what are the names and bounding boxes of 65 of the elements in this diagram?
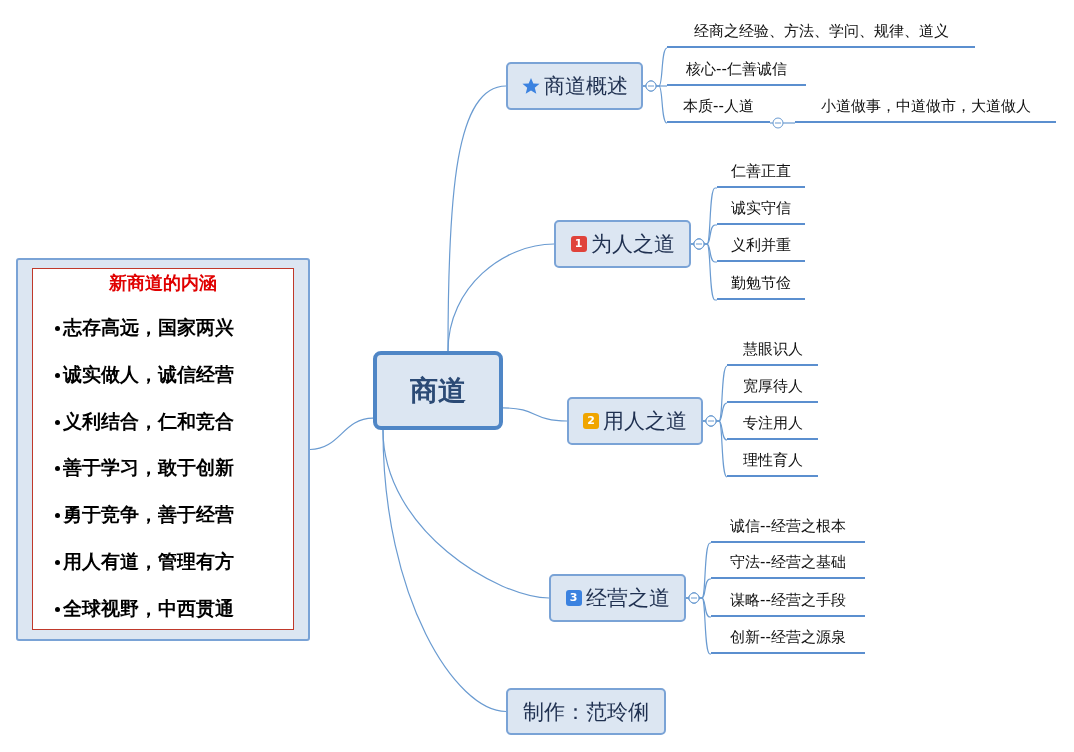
subtopic-underline bbox=[795, 95, 1056, 123]
subtopic-underline bbox=[667, 20, 975, 48]
topic-text: 商道概述 bbox=[543, 73, 628, 100]
topic-text: 用人之道 bbox=[603, 408, 687, 435]
subtopic-underline bbox=[727, 375, 818, 403]
connector-line bbox=[769, 117, 796, 129]
connector-line bbox=[690, 238, 718, 301]
subtopic-text: 核心--仁善诚信 bbox=[686, 60, 787, 79]
number-badge: 1 bbox=[570, 236, 587, 252]
connector-line bbox=[447, 243, 555, 352]
subtopic-text: 守法--经营之基础 bbox=[730, 553, 846, 572]
subtopic-text: 慧眼识人 bbox=[742, 340, 803, 359]
connector-line bbox=[502, 407, 568, 422]
number-badge: 3 bbox=[565, 590, 582, 606]
connector-line bbox=[685, 592, 712, 655]
subtopic-text: 小道做事，中道做市，大道做人 bbox=[820, 97, 1031, 116]
notes-panel bbox=[16, 258, 310, 641]
subtopic-text: 谋略--经营之手段 bbox=[730, 591, 846, 610]
subtopic-underline bbox=[667, 58, 806, 86]
subtopic-underline bbox=[717, 160, 805, 188]
subtopic-text: 宽厚待人 bbox=[742, 377, 803, 396]
subtopic-text: 义利并重 bbox=[731, 236, 791, 255]
bullet-text: 志存高远，国家两兴 bbox=[63, 315, 234, 340]
bullet-text: 全球视野，中西贯通 bbox=[63, 595, 234, 621]
subtopic-text: 创新--经营之源泉 bbox=[730, 628, 846, 647]
connector-line bbox=[382, 429, 507, 713]
subtopic-underline bbox=[667, 95, 770, 123]
bullet-text: 义利结合，仁和竞合 bbox=[63, 408, 234, 434]
topic-box bbox=[506, 62, 643, 110]
subtopic-underline bbox=[717, 197, 805, 225]
connector-line bbox=[309, 417, 374, 451]
connector-line bbox=[642, 80, 668, 124]
topic-text: 经营之道 bbox=[585, 585, 670, 612]
subtopic-underline bbox=[727, 449, 818, 477]
subtopic-underline bbox=[727, 412, 818, 440]
central-topic-text: 商道 bbox=[410, 372, 466, 409]
topic-text: 制作：范玲俐 bbox=[523, 698, 649, 726]
topic-box bbox=[506, 688, 666, 735]
topic-text: 为人之道 bbox=[590, 231, 675, 258]
subtopic-underline bbox=[711, 626, 865, 654]
subtopic-underline bbox=[711, 589, 865, 617]
bullet-text: 勇于竞争，善于经营 bbox=[63, 502, 234, 528]
number-badge: 2 bbox=[583, 413, 599, 429]
subtopic-underline bbox=[717, 234, 805, 262]
subtopic-text: 诚信--经营之根本 bbox=[730, 517, 846, 536]
panel-heading: 新商道的内涵 bbox=[108, 271, 218, 295]
subtopic-text: 仁善正直 bbox=[731, 162, 791, 181]
subtopic-text: 诚实守信 bbox=[731, 199, 791, 218]
bullet-text: 善于学习，敢于创新 bbox=[63, 455, 234, 481]
subtopic-text: 本质--人道 bbox=[683, 97, 754, 116]
connector-line bbox=[702, 415, 728, 478]
subtopic-text: 理性育人 bbox=[742, 451, 803, 470]
topic-box bbox=[554, 220, 691, 268]
subtopic-underline bbox=[717, 272, 805, 300]
bullet-text: 诚实做人，诚信经营 bbox=[63, 361, 234, 387]
subtopic-underline bbox=[711, 551, 865, 579]
subtopic-text: 专注用人 bbox=[742, 414, 803, 433]
topic-box bbox=[549, 574, 686, 622]
topic-box bbox=[567, 397, 703, 445]
central-topic-box bbox=[373, 351, 503, 430]
subtopic-underline bbox=[727, 338, 818, 366]
subtopic-text: 勤勉节俭 bbox=[731, 274, 791, 293]
bullet-text: 用人有道，管理有方 bbox=[63, 549, 234, 574]
subtopic-underline bbox=[711, 515, 865, 543]
subtopic-text: 经商之经验、方法、学问、规律、道义 bbox=[693, 22, 949, 41]
